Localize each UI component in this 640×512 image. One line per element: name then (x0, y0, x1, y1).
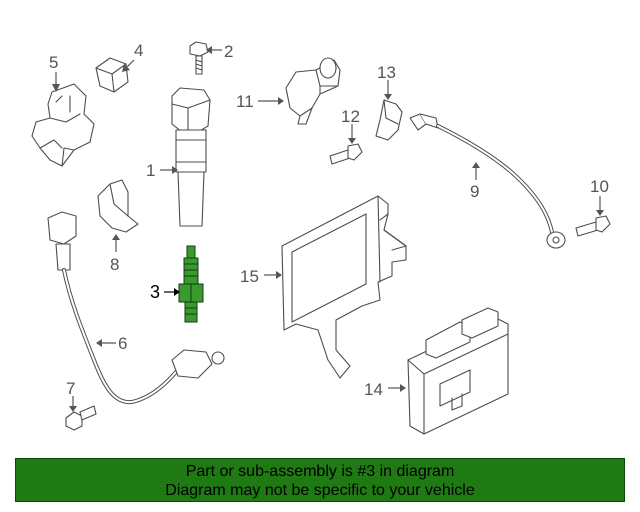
part-1-ignition-coil (171, 87, 211, 227)
part-7-bolt (65, 405, 97, 431)
callout-11: 11 (236, 92, 254, 111)
part-10-bolt (575, 215, 611, 237)
callout-8: 8 (110, 255, 119, 274)
part-3-spark-plug (178, 245, 204, 323)
part-5-coil-bracket (31, 83, 95, 167)
part-15-ecu-bracket (281, 195, 407, 379)
callout-2: 2 (224, 42, 233, 61)
callout-7: 7 (66, 379, 75, 398)
callout-3: 3 (150, 282, 160, 302)
callout-5: 5 (49, 53, 58, 72)
part-14-ecu (407, 307, 509, 435)
callout-4: 4 (134, 41, 143, 60)
callout-15: 15 (240, 267, 259, 286)
parts-diagram: 5 4 2 1 11 13 12 (31, 41, 611, 435)
callout-6: 6 (118, 334, 127, 353)
info-banner: Part or sub-assembly is #3 in diagram Di… (15, 458, 625, 502)
part-11-cam-sensor (285, 57, 341, 125)
banner-line-1: Part or sub-assembly is #3 in diagram (185, 463, 455, 480)
part-2-bolt (189, 41, 209, 75)
callout-9: 9 (470, 182, 479, 201)
banner-line-2: Diagram may not be specific to your vehi… (165, 482, 475, 499)
callout-10: 10 (590, 177, 609, 196)
callout-13: 13 (377, 63, 396, 82)
callout-14: 14 (364, 380, 383, 399)
part-12-bolt (329, 143, 363, 165)
part-9-sensor-harness (409, 113, 566, 249)
callout-12: 12 (341, 107, 360, 126)
part-4-clip (95, 57, 129, 93)
part-13-bracket (375, 99, 403, 141)
part-6-crank-sensor-harness (47, 211, 225, 405)
part-8-coil-cover (97, 179, 139, 233)
callout-1: 1 (146, 161, 155, 180)
